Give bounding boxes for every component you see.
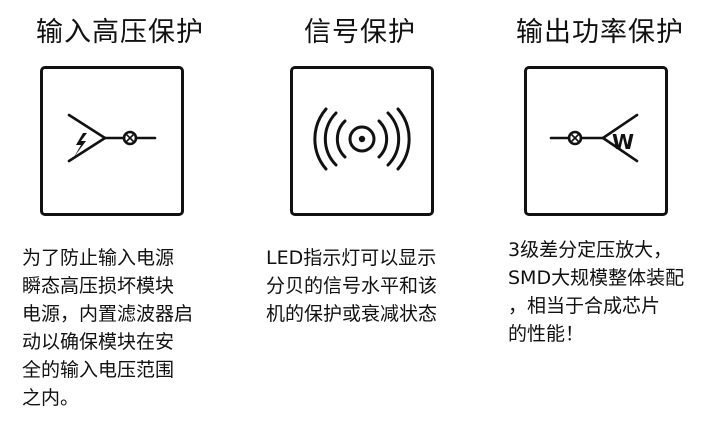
desc-line: 瞬态高压损坏模块 xyxy=(22,275,175,297)
desc-line: 为了防止输入电源 xyxy=(22,247,175,269)
surge-input-icon xyxy=(67,113,157,163)
feature-icon-box xyxy=(40,66,184,216)
desc-line: SMD大规模整体装配 xyxy=(508,267,685,289)
desc-line: 的性能！ xyxy=(508,323,585,345)
feature-title: 输出功率保护 xyxy=(516,17,684,48)
feature-icon-box: W xyxy=(524,66,668,216)
feature-output-power-protection: 输出功率保护 W 3级差分定压放大， SMD大规模整体装配 ，相当于合成芯片 的… xyxy=(480,0,720,429)
desc-line: LED指示灯可以显示 xyxy=(266,247,437,269)
power-output-icon: W xyxy=(549,113,639,163)
desc-line: 之内。 xyxy=(22,387,80,409)
feature-description: LED指示灯可以显示 分贝的信号水平和该 机的保护或衰减状态 xyxy=(266,244,437,328)
desc-line: 分贝的信号水平和该 xyxy=(266,275,438,297)
feature-title: 信号保护 xyxy=(304,17,416,48)
feature-input-surge-protection: 输入高压保护 为了防止输入电源 瞬态高压损坏模块 电源，内置滤波器启 动以确保模… xyxy=(0,0,240,429)
feature-icon-box xyxy=(290,66,434,216)
feature-description: 为了防止输入电源 瞬态高压损坏模块 电源，内置滤波器启 动以确保模块在安 全的输… xyxy=(22,244,193,412)
signal-waves-icon xyxy=(313,107,411,171)
feature-signal-protection: 信号保护 LED指示灯可以显示 分贝的信号水平和该 机的保护或衰减状态 xyxy=(240,0,480,429)
desc-line: 机的保护或衰减状态 xyxy=(266,303,438,325)
feature-title: 输入高压保护 xyxy=(36,17,204,48)
desc-line: ，相当于合成芯片 xyxy=(508,295,661,317)
desc-line: 动以确保模块在安 xyxy=(22,331,175,353)
desc-line: 3级差分定压放大， xyxy=(508,239,673,261)
desc-line: 全的输入电压范围 xyxy=(22,359,175,381)
feature-description: 3级差分定压放大， SMD大规模整体装配 ，相当于合成芯片 的性能！ xyxy=(508,236,684,348)
power-unit-label: W xyxy=(612,130,634,154)
desc-line: 电源，内置滤波器启 xyxy=(22,303,194,325)
